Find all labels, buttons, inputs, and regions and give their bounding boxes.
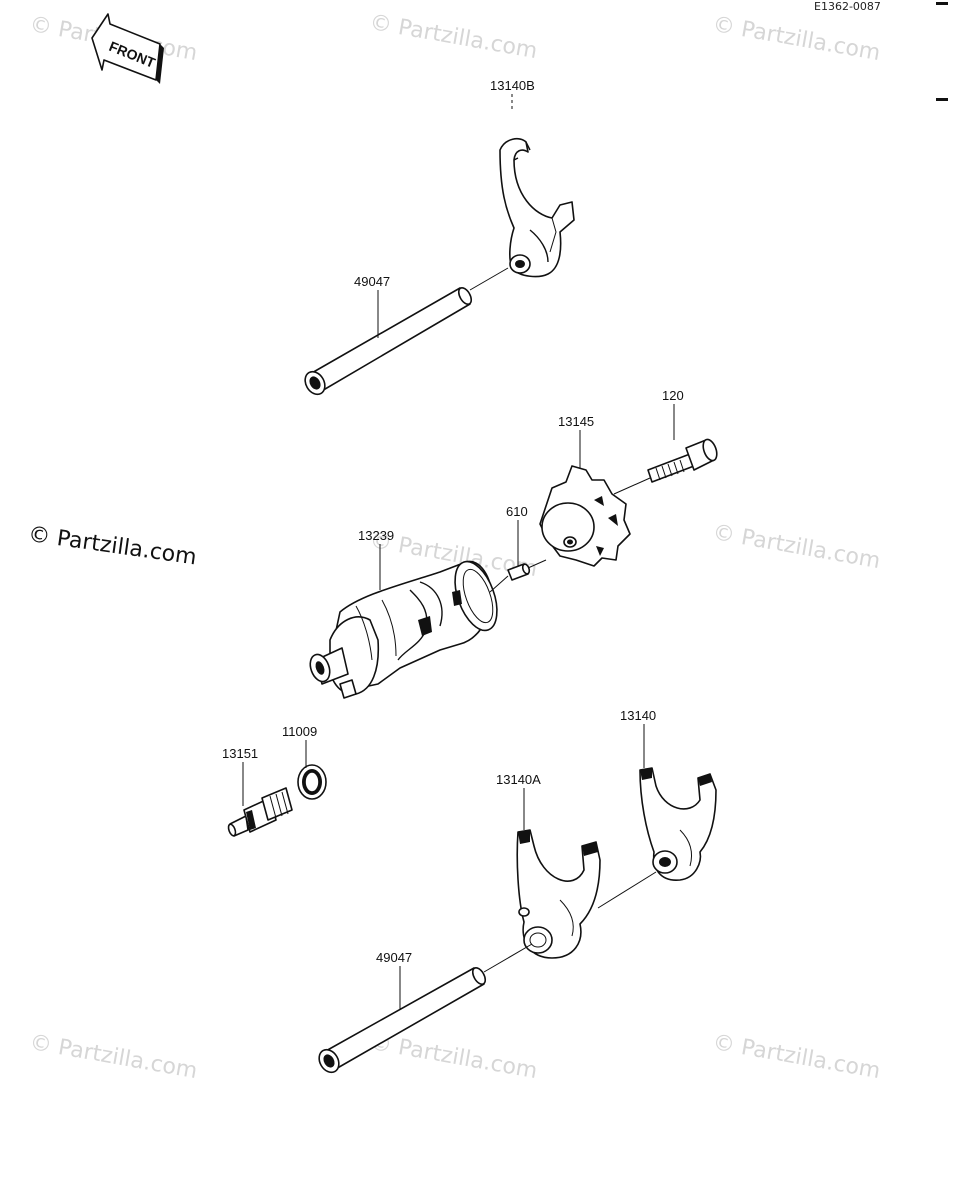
shift-fork-top bbox=[499, 137, 575, 278]
shift-fork-middle bbox=[516, 829, 601, 959]
callout-49047-top: 49047 bbox=[354, 274, 390, 289]
leader-lines bbox=[242, 94, 675, 1010]
callout-13140A: 13140A bbox=[496, 772, 541, 787]
dowel-pin bbox=[507, 563, 531, 581]
callout-13140: 13140 bbox=[620, 708, 656, 723]
callout-13140B: 13140B bbox=[490, 78, 535, 93]
bolt-part bbox=[647, 438, 718, 483]
shift-fork-right bbox=[639, 767, 717, 881]
callout-120: 120 bbox=[662, 388, 684, 403]
shift-rod-top bbox=[304, 287, 473, 396]
margin-tick-1 bbox=[936, 2, 948, 5]
shift-drum bbox=[309, 560, 498, 699]
shift-drum-star-plate bbox=[539, 465, 631, 567]
margin-tick-2 bbox=[936, 98, 948, 101]
diagram-code: E1362-0087 bbox=[814, 0, 881, 13]
callout-13239: 13239 bbox=[358, 528, 394, 543]
callout-13151: 13151 bbox=[222, 746, 258, 761]
callout-11009: 11009 bbox=[282, 724, 317, 739]
callout-13145: 13145 bbox=[558, 414, 594, 429]
callout-49047-bottom: 49047 bbox=[376, 950, 412, 965]
callout-610: 610 bbox=[506, 504, 528, 519]
neutral-switch bbox=[227, 787, 293, 837]
washer bbox=[297, 764, 327, 800]
shift-rod-bottom bbox=[318, 967, 487, 1074]
front-arrow-icon: FRONT bbox=[91, 13, 164, 84]
